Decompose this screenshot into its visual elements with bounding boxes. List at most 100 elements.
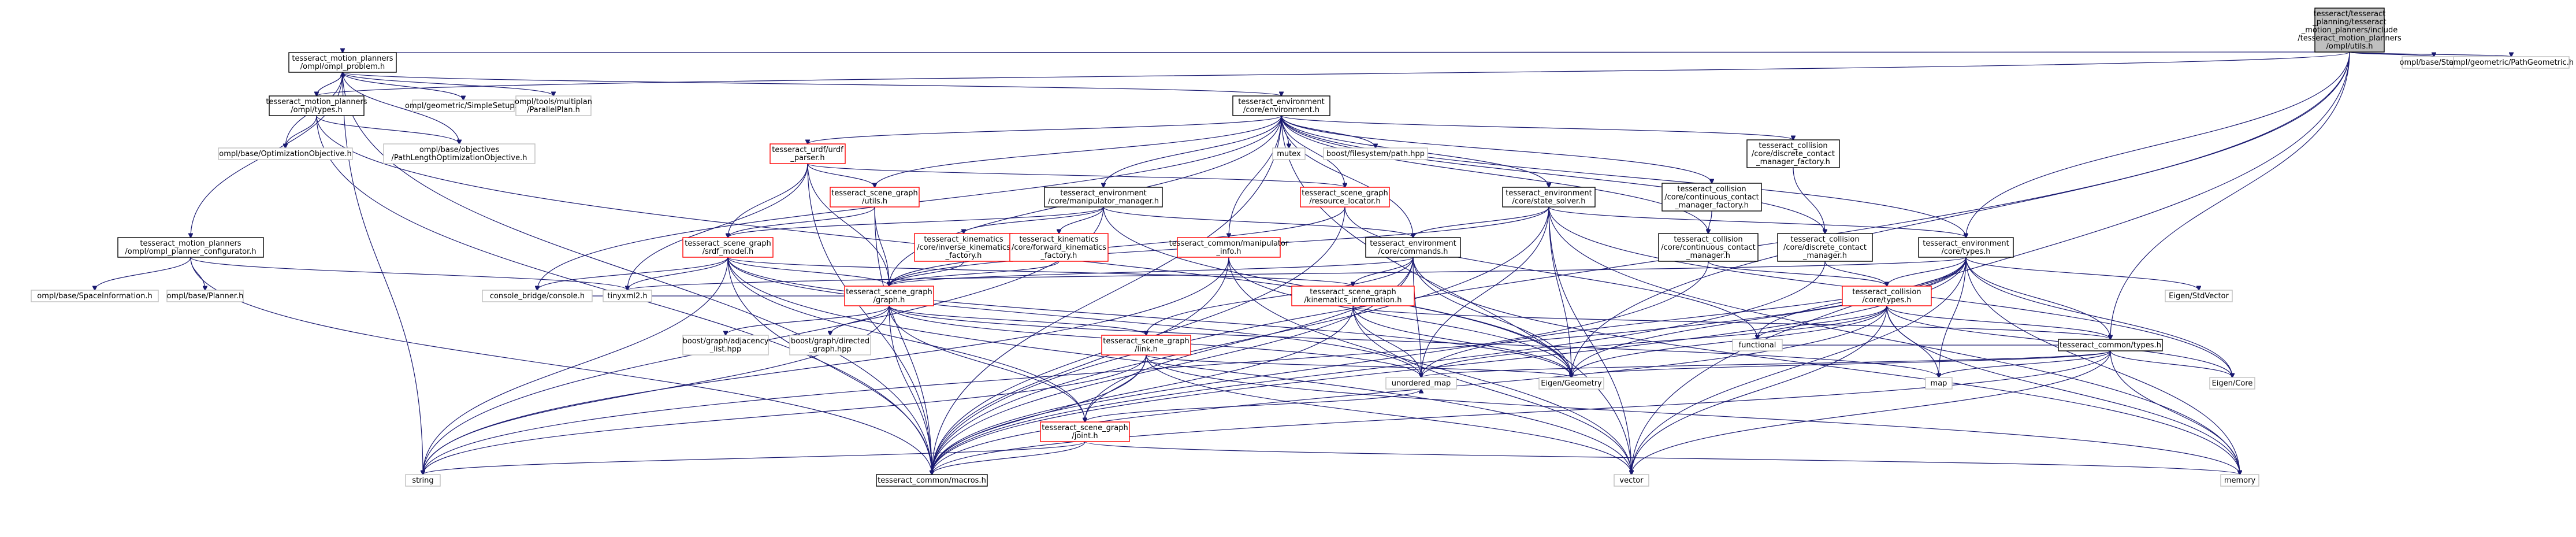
node-label-root-line-1: _planning/tesseract [2312, 18, 2387, 27]
node-sg_utils[interactable]: tesseract_scene_graph/utils.h [830, 187, 920, 208]
edge-coll_types-to-memory [1886, 305, 2240, 475]
node-label-opt_objective-line-0: ompl/base/OptimizationObjective.h [219, 150, 351, 158]
node-label-base_planner-line-0: ompl/base/Planner.h [167, 292, 244, 301]
node-box-std_vector [2165, 290, 2233, 302]
node-label-inverse_kin-line-2: _factory.h [945, 251, 982, 260]
node-label-sg_utils-line-0: tesseract_scene_graph [831, 189, 917, 198]
node-label-boost_directed-line-0: boost/graph/directed [791, 337, 869, 346]
node-urdf_parser[interactable]: tesseract_urdf/urdf_parser.h [770, 143, 846, 164]
node-box-eigen_geometry [1538, 377, 1604, 390]
node-label-commands-line-0: tesseract_environment [1370, 239, 1456, 248]
edge-sg_joint-to-memory [1084, 441, 2240, 475]
edge-manipulator_manager-to-inverse_kin [964, 206, 1104, 234]
node-label-srdf_model-line-1: /srdf_model.h [702, 247, 753, 256]
nodes-layer: tesseract/tesseract_planning/tesseract_m… [31, 8, 2574, 487]
edge-ccm_factory-to-ccm [1708, 210, 1712, 234]
node-sg_graph[interactable]: tesseract_scene_graph/graph.h [844, 286, 934, 306]
node-macros[interactable]: tesseract_common/macros.h [876, 474, 988, 487]
node-label-root-line-2: _motion_planners/include [2301, 26, 2397, 35]
node-label-root-line-4: /ompl/utils.h [2326, 42, 2373, 51]
node-box-space_information [31, 290, 159, 302]
edge-inverse_kin-to-sg_graph [889, 261, 964, 286]
node-sg_joint[interactable]: tesseract_scene_graph/joint.h [1040, 421, 1130, 442]
edge-env_types-to-map [1939, 257, 1967, 377]
edge-sg_joint-to-string [423, 441, 1086, 475]
edge-commands-to-sg_graph [889, 257, 1414, 286]
node-forward_kin[interactable]: tesseract_kinematics/core/forward_kinema… [1009, 233, 1109, 262]
edge-sg_link-to-vector [1146, 354, 1631, 475]
node-string: string [405, 474, 441, 487]
node-commands[interactable]: tesseract_environment/core/commands.h [1365, 237, 1461, 258]
node-box-sg_utils [830, 187, 920, 208]
edge-sg_link-to-eigen_geometry [1146, 354, 1571, 377]
edge-srdf_model-to-vector [727, 257, 1631, 475]
node-label-boost_directed-line-1: _graph.hpp [808, 345, 851, 354]
edge-sg_utils-to-srdf_model [728, 206, 875, 238]
node-label-sg_joint-line-0: tesseract_scene_graph [1042, 424, 1128, 432]
node-label-kinematics_info-line-0: tesseract_scene_graph [1310, 288, 1396, 297]
node-ompl_types[interactable]: tesseract_motion_planners/ompl/types.h [266, 95, 367, 116]
node-coll_types[interactable]: tesseract_collision/core/types.h [1842, 286, 1932, 306]
edge-ccm-to-coll_types [1708, 261, 1887, 286]
node-manipulator_manager[interactable]: tesseract_environment/core/manipulator_m… [1044, 187, 1163, 208]
edge-environment-to-ccm_factory [1281, 115, 1712, 183]
edge-common_types-to-vector [1631, 350, 2111, 475]
node-srdf_model[interactable]: tesseract_scene_graph/srdf_model.h [682, 237, 774, 258]
edge-commands-to-eigen_geometry [1412, 257, 1571, 377]
edge-srdf_model-to-macros [727, 257, 932, 475]
node-env_types[interactable]: tesseract_environment/core/types.h [1918, 237, 2014, 258]
node-parallel_plan: ompl/tools/multiplan/ParallelPlan.h [515, 95, 592, 116]
node-common_types[interactable]: tesseract_common/types.h [2058, 339, 2163, 351]
node-ompl_problem[interactable]: tesseract_motion_planners/ompl/ompl_prob… [288, 52, 397, 73]
node-kinematics_info[interactable]: tesseract_scene_graph/kinematics_informa… [1291, 286, 1415, 306]
node-ccm_factory[interactable]: tesseract_collision/core/continuous_cont… [1661, 183, 1762, 212]
node-opt_objective: ompl/base/OptimizationObjective.h [218, 147, 353, 160]
node-state_solver[interactable]: tesseract_environment/core/state_solver.… [1502, 187, 1596, 208]
edge-sg_link-to-string [423, 354, 1147, 475]
node-functional: functional [1732, 339, 1783, 351]
node-label-parallel_plan-line-1: /ParallelPlan.h [527, 106, 580, 114]
edge-manipulator_info-to-macros [932, 257, 1229, 475]
node-label-functional-line-0: functional [1739, 341, 1776, 350]
edge-env_types-to-std_vector [1965, 257, 2199, 290]
node-label-ccm-line-1: /core/continuous_contact [1661, 243, 1756, 252]
edge-urdf_parser-to-sg_utils [807, 163, 875, 187]
node-planner_configurator[interactable]: tesseract_motion_planners/ompl/ompl_plan… [117, 237, 264, 258]
edge-sg_utils-to-sg_graph [874, 206, 889, 286]
edge-sg_graph-to-boost_directed [830, 305, 890, 335]
node-dcm[interactable]: tesseract_collision/core/discrete_contac… [1777, 233, 1873, 262]
node-box-planner_configurator [117, 237, 264, 258]
node-box-manipulator_manager [1044, 187, 1163, 208]
node-label-resource_locator-line-1: /resource_locator.h [1309, 197, 1380, 206]
node-inverse_kin[interactable]: tesseract_kinematics/core/inverse_kinema… [914, 233, 1013, 262]
node-box-unordered_map [1385, 377, 1457, 390]
node-box-environment [1232, 95, 1330, 116]
node-environment[interactable]: tesseract_environment/core/environment.h [1232, 95, 1330, 116]
node-label-space_information-line-0: ompl/base/SpaceInformation.h [37, 292, 152, 301]
node-resource_locator[interactable]: tesseract_scene_graph/resource_locator.h [1300, 187, 1390, 208]
node-sg_link[interactable]: tesseract_scene_graph/link.h [1101, 335, 1191, 355]
edge-env_types-to-eigen_geometry [1571, 257, 1967, 377]
node-box-root [2314, 8, 2385, 53]
node-label-coll_types-line-1: /core/types.h [1862, 296, 1911, 305]
node-unordered_map: unordered_map [1385, 377, 1457, 390]
edge-sg_graph-to-boost_adjacency [726, 305, 890, 335]
node-manipulator_info[interactable]: tesseract_common/manipulator_info.h [1169, 237, 1289, 258]
node-ccm[interactable]: tesseract_collision/core/continuous_cont… [1658, 233, 1759, 262]
edge-state_solver-to-commands [1413, 206, 1549, 238]
edge-root-to-ompl_problem [343, 52, 2350, 53]
node-dcm_factory[interactable]: tesseract_collision/core/discrete_contac… [1746, 139, 1840, 168]
node-box-parallel_plan [515, 95, 592, 116]
edge-commands-to-unordered_map [1412, 257, 1421, 377]
node-label-sg_graph-line-1: /graph.h [873, 296, 905, 305]
node-tinyxml2: tinyxml2.h [603, 290, 652, 302]
node-label-dcm-line-1: /core/discrete_contact [1783, 243, 1867, 252]
edge-ompl_problem-to-string [342, 72, 423, 475]
edge-environment-to-boost_fs_path [1281, 115, 1376, 148]
node-root[interactable]: tesseract/tesseract_planning/tesseract_m… [2298, 8, 2402, 53]
node-label-urdf_parser-line-0: tesseract_urdf/urdf [772, 146, 843, 154]
node-label-inverse_kin-line-1: /core/inverse_kinematics [917, 243, 1010, 252]
node-label-boost_fs_path-line-0: boost/filesystem/path.hpp [1326, 150, 1425, 158]
node-label-environment-line-1: /core/environment.h [1243, 106, 1319, 114]
